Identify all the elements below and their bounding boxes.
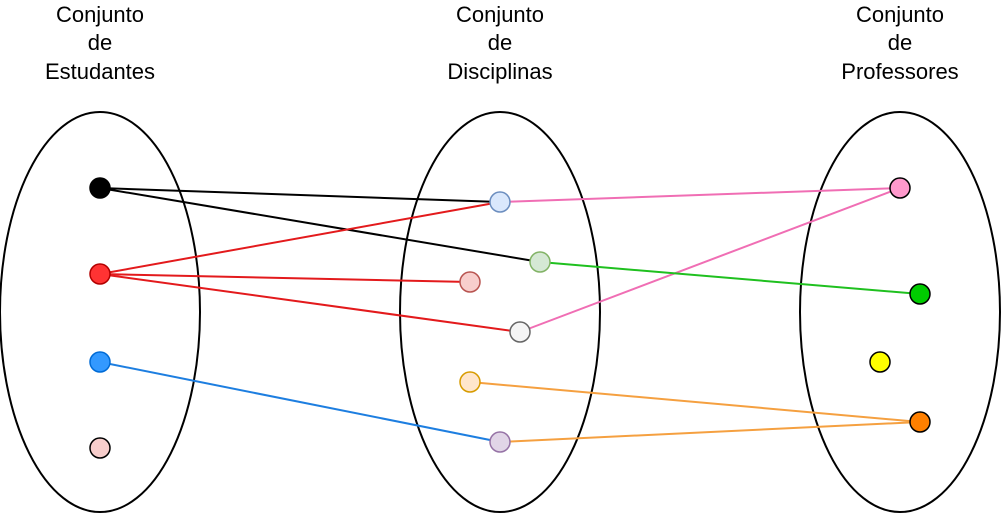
element-d3: [459, 271, 481, 293]
element-s3: [89, 351, 111, 373]
relation-edges: [99, 187, 921, 443]
set-elements: [89, 177, 931, 459]
edge-d1-p1: [499, 187, 901, 203]
edge-s1-d1: [99, 187, 501, 203]
edge-s3-d6: [99, 361, 501, 443]
element-d1: [489, 191, 511, 213]
element-s4: [89, 437, 111, 459]
element-p4: [909, 411, 931, 433]
element-d4: [509, 321, 531, 343]
edge-s1-d2: [99, 187, 541, 263]
set-title-professores-line-1: Conjunto: [856, 2, 944, 27]
element-d2: [529, 251, 551, 273]
set-title-disciplinas-line-1: Conjunto: [456, 2, 544, 27]
set-ellipse-estudantes: [0, 111, 201, 513]
element-d5: [459, 371, 481, 393]
element-s1: [89, 177, 111, 199]
element-d6: [489, 431, 511, 453]
set-title-estudantes-line-1: Conjunto: [56, 2, 144, 27]
set-title-professores-line-3: Professores: [841, 59, 958, 84]
edge-s2-d1: [99, 201, 501, 275]
set-title-estudantes-line-3: Estudantes: [45, 59, 155, 84]
set-ellipse-professores: [799, 111, 1001, 513]
edge-d5-p4: [469, 381, 921, 423]
set-title-disciplinas-line-2: de: [488, 30, 512, 55]
edge-d2-p2: [539, 261, 921, 295]
set-title-estudantes-line-2: de: [88, 30, 112, 55]
element-p3: [869, 351, 891, 373]
element-p2: [909, 283, 931, 305]
edge-d6-p4: [499, 421, 921, 443]
edge-s2-d3: [99, 273, 471, 283]
set-title-disciplinas-line-3: Disciplinas: [447, 59, 552, 84]
element-s2: [89, 263, 111, 285]
set-title-professores-line-2: de: [888, 30, 912, 55]
edge-s2-d4: [99, 273, 521, 333]
element-p1: [889, 177, 911, 199]
edge-d4-p1: [519, 187, 901, 333]
set-ellipses: [0, 111, 1001, 513]
set-ellipse-disciplinas: [399, 111, 601, 513]
